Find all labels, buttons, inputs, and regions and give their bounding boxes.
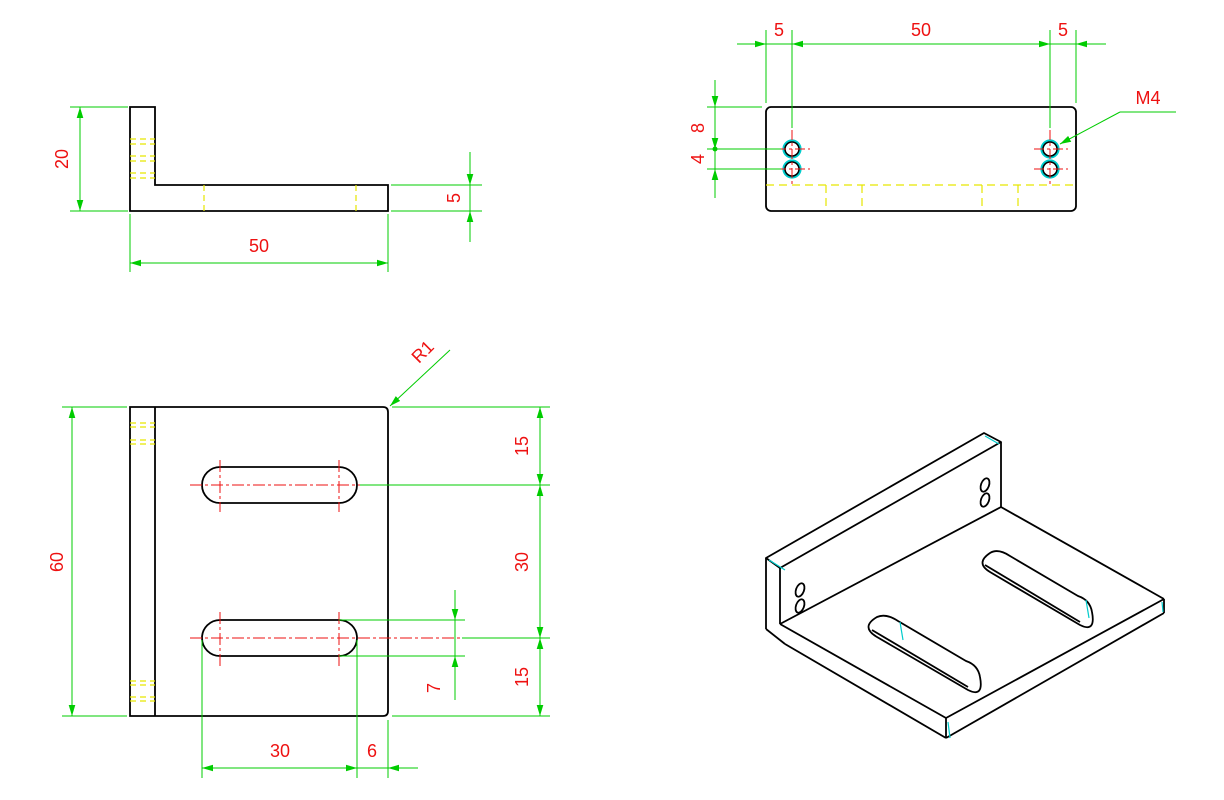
dim-text-edge-offset-left: 5 (774, 20, 784, 40)
isometric-view (765, 432, 1165, 739)
top-view-dimensions (62, 349, 550, 778)
dim-text-spacing-4: 4 (688, 154, 708, 164)
r1-leader (389, 349, 451, 407)
side-view-outline (129, 106, 389, 212)
dim-text-slot-length-30: 30 (270, 741, 290, 761)
dim-text-slot2-pos-15: 15 (512, 667, 532, 687)
dim-text-slot-spacing-30: 30 (512, 552, 532, 572)
iso-slot-back (981, 550, 1094, 629)
top-view-center-lines (190, 460, 460, 666)
side-view: 20 5 50 (52, 106, 482, 272)
top-view: R1 60 15 30 15 7 30 6 (47, 337, 550, 778)
iso-wall-top-face (765, 432, 1002, 569)
dim-text-offset-8: 8 (688, 123, 708, 133)
m4-holes (782, 139, 1060, 179)
front-view: 5 50 5 8 4 M4 (688, 20, 1176, 212)
dim-text-edge-offset-right: 5 (1058, 20, 1068, 40)
dim-text-length-50: 50 (249, 236, 269, 256)
top-view-hidden-lines (130, 422, 155, 702)
front-view-hidden-lines (766, 184, 1076, 211)
dim-text-thickness-5: 5 (444, 193, 464, 203)
side-view-dimensions (70, 106, 482, 272)
iso-slot-front (867, 614, 982, 694)
front-view-center-lines (776, 130, 1068, 186)
dim-text-hole-spacing-50: 50 (911, 20, 931, 40)
dim-text-fillet-r1: R1 (408, 337, 438, 367)
dim-text-thread-m4: M4 (1135, 88, 1160, 108)
front-view-outline (765, 106, 1077, 212)
dim-text-slot-width-7: 7 (424, 683, 444, 693)
top-view-outline (129, 406, 389, 717)
side-view-hidden-lines (130, 138, 357, 211)
dim-text-slot-edge-6: 6 (367, 741, 377, 761)
dim-text-total-width-60: 60 (47, 552, 67, 572)
dim-text-height-20: 20 (52, 149, 72, 169)
front-view-dimensions (707, 30, 1176, 198)
dim-text-slot1-pos-15: 15 (512, 436, 532, 456)
